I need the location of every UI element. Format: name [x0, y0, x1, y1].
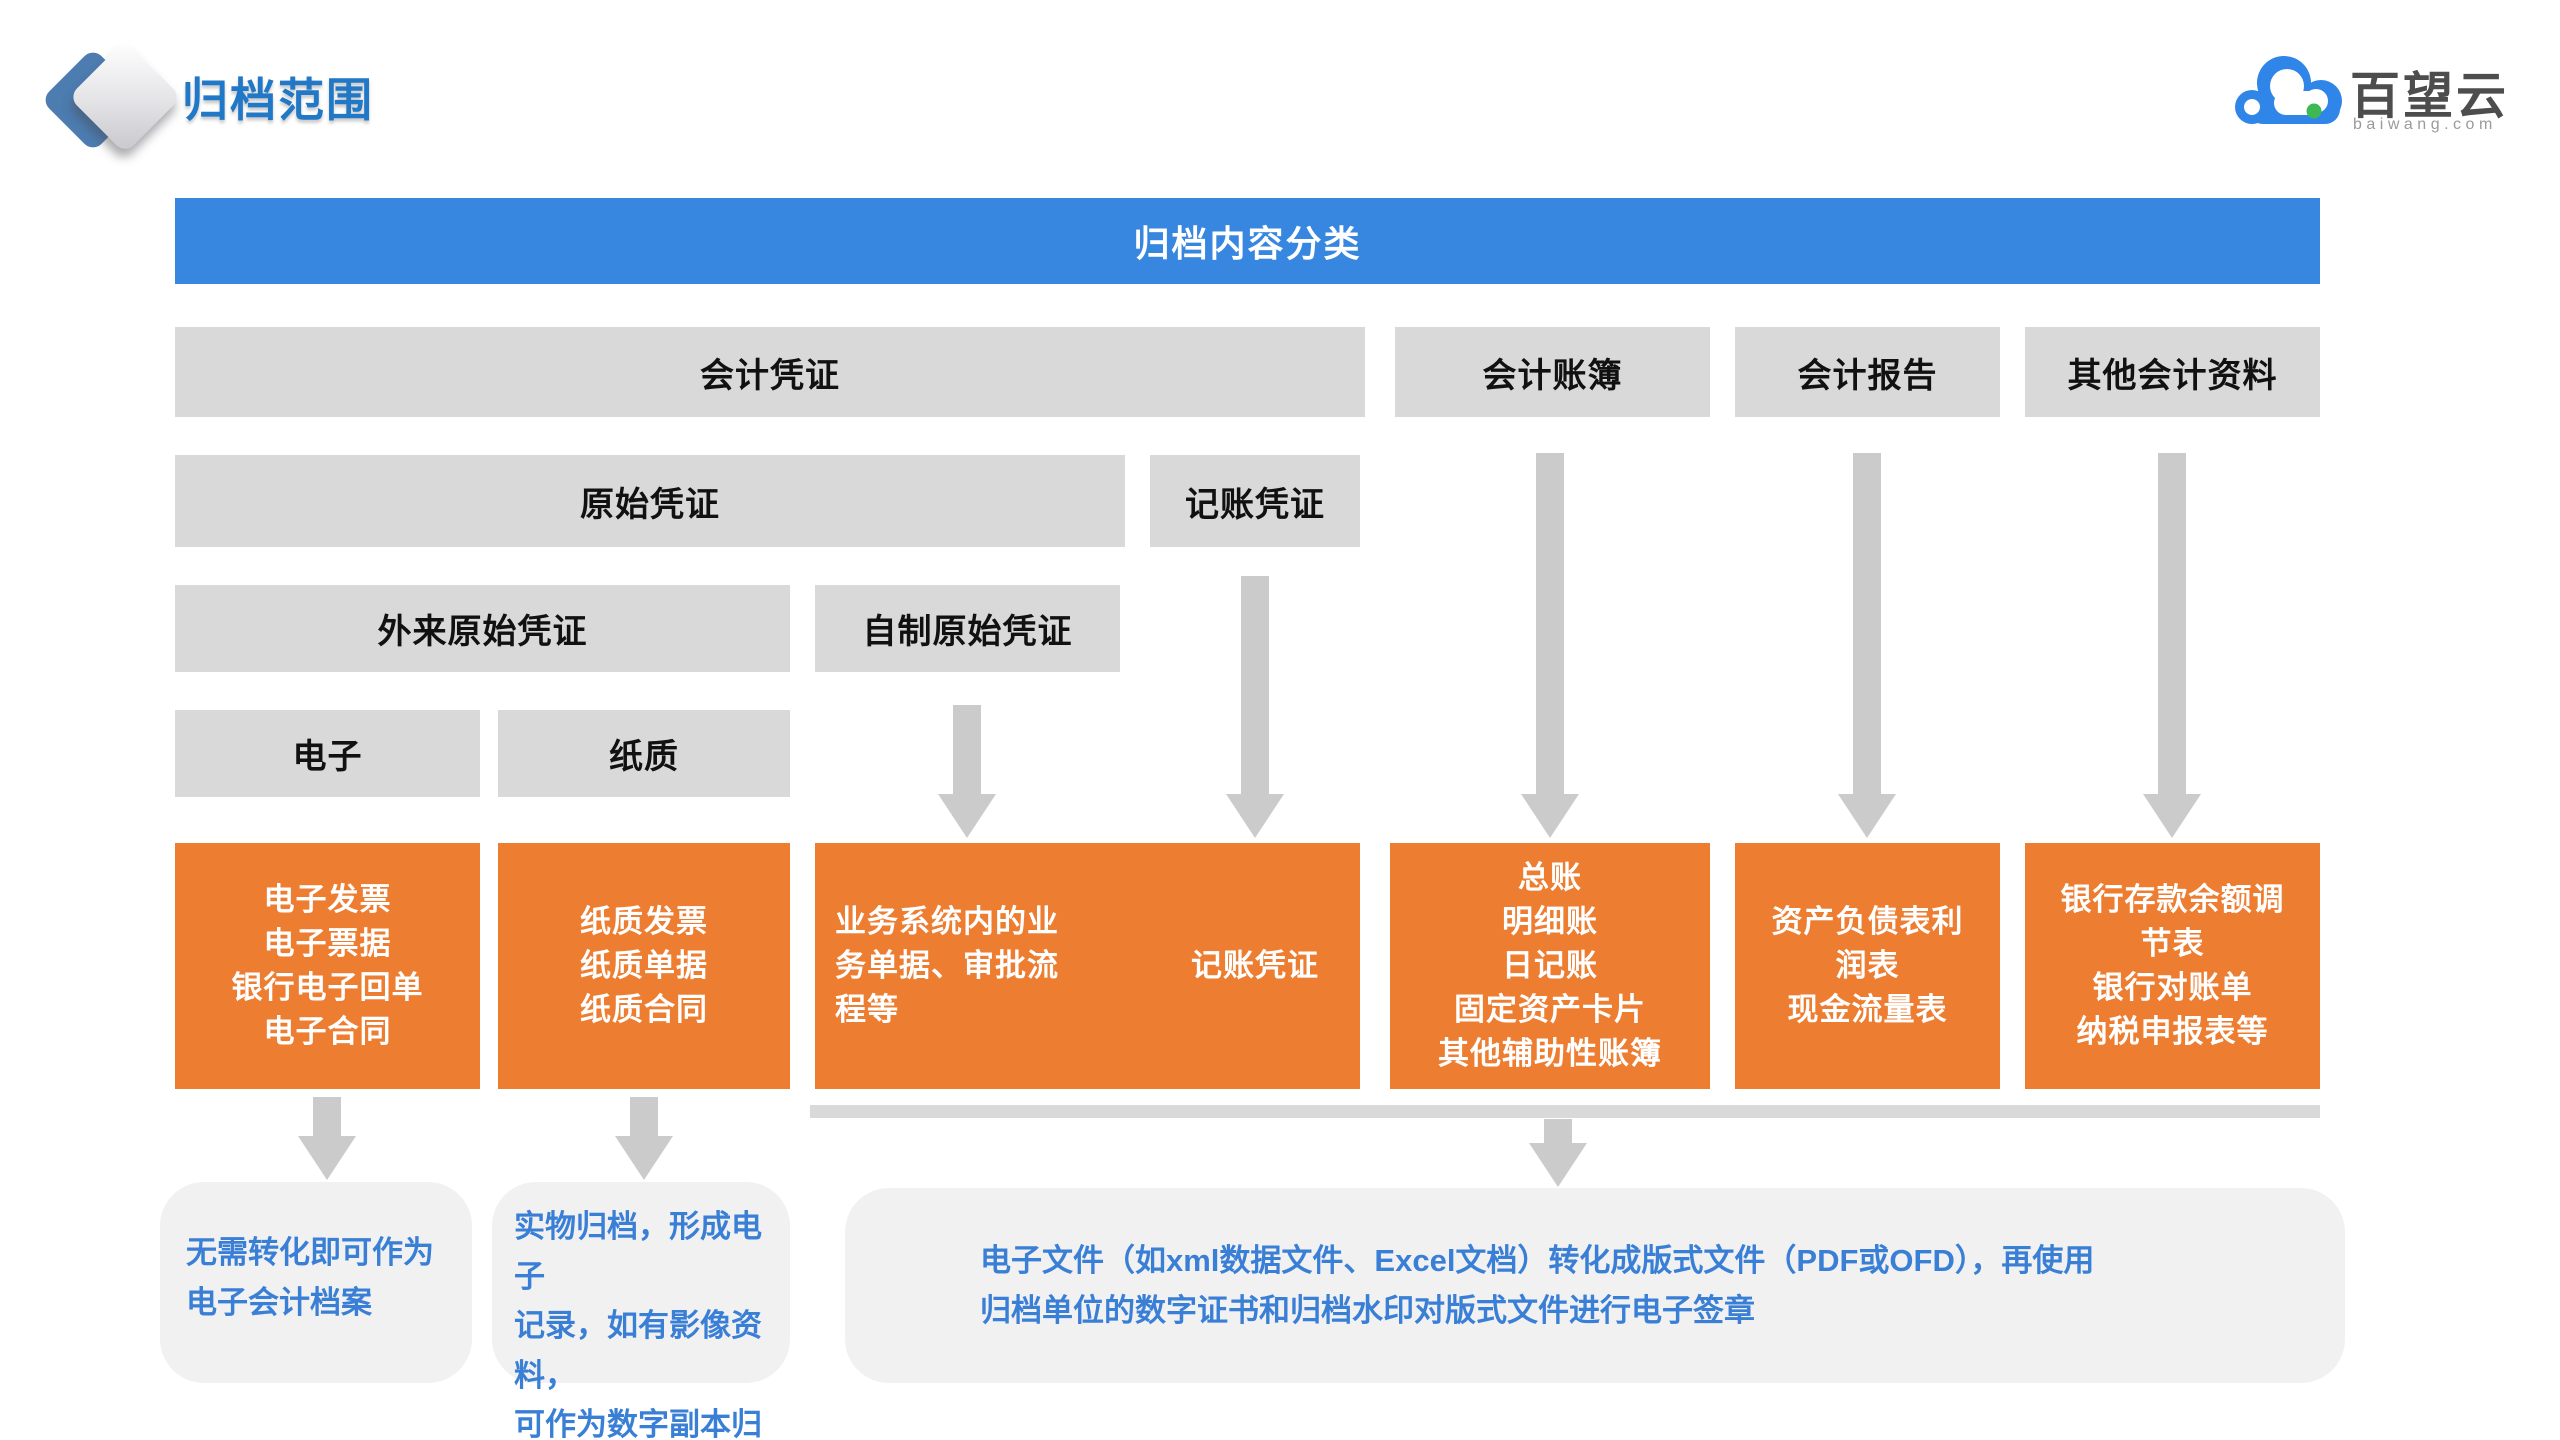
box-external-original-vouchers: 外来原始凭证 [175, 585, 790, 672]
orange-box-financial-statements: 资产负债表利 润表 现金流量表 [1735, 843, 2000, 1089]
cloud-icon [2235, 56, 2342, 124]
horizontal-connector-bar [810, 1105, 2320, 1118]
orange-box-bank-tax-docs: 银行存款余额调 节表 银行对账单 纳税申报表等 [2025, 843, 2320, 1089]
orange-box-ledgers: 总账 明细账 日记账 固定资产卡片 其他辅助性账簿 [1390, 843, 1710, 1089]
down-arrow-self-made [938, 705, 996, 838]
down-arrow-books [1521, 453, 1579, 838]
box-accounting-vouchers: 会计凭证 [175, 327, 1365, 417]
green-dot [2306, 103, 2322, 119]
logo-name: 百望云 [2350, 68, 2509, 124]
down-arrow-note-paper [615, 1097, 673, 1180]
orange-box-paper-docs: 纸质发票 纸质单据 纸质合同 [498, 843, 790, 1089]
banner-archive-content-classification: 归档内容分类 [175, 198, 2320, 284]
note-no-conversion: 无需转化即可作为 电子会计档案 [160, 1182, 472, 1383]
orange-box-electronic-docs: 电子发票 电子票据 银行电子回单 电子合同 [175, 843, 480, 1089]
note-physical-archive: 实物归档，形成电子 记录，如有影像资料， 可作为数字副本归档 [492, 1182, 790, 1440]
down-arrow-reports [1838, 453, 1896, 838]
orange-box-business-system-docs: 业务系统内的业 务单据、审批流 程等 [815, 843, 1160, 1089]
box-electronic: 电子 [175, 710, 480, 797]
baiwang-logo: 百望云 baiwang.com [2232, 50, 2532, 145]
orange-box-bookkeeping-vouchers: 记账凭证 [1150, 843, 1360, 1089]
logo-domain: baiwang.com [2353, 116, 2497, 133]
down-arrow-other [2143, 453, 2201, 838]
box-accounting-reports: 会计报告 [1735, 327, 2000, 417]
box-bookkeeping-vouchers: 记账凭证 [1150, 455, 1360, 547]
title-diamond-icon [40, 40, 190, 165]
box-original-vouchers: 原始凭证 [175, 455, 1125, 547]
page-title: 归档范围 [182, 74, 374, 126]
down-arrow-bookkeeping [1226, 576, 1284, 838]
box-self-made-original-vouchers: 自制原始凭证 [815, 585, 1120, 672]
down-arrow-note-electronic [298, 1097, 356, 1180]
box-paper: 纸质 [498, 710, 790, 797]
box-other-accounting-materials: 其他会计资料 [2025, 327, 2320, 417]
note-file-conversion-signature: 电子文件（如xml数据文件、Excel文档）转化成版式文件（PDF或OFD），再… [845, 1188, 2345, 1383]
down-arrow-note-conversion [1529, 1119, 1587, 1187]
box-accounting-books: 会计账簿 [1395, 327, 1710, 417]
